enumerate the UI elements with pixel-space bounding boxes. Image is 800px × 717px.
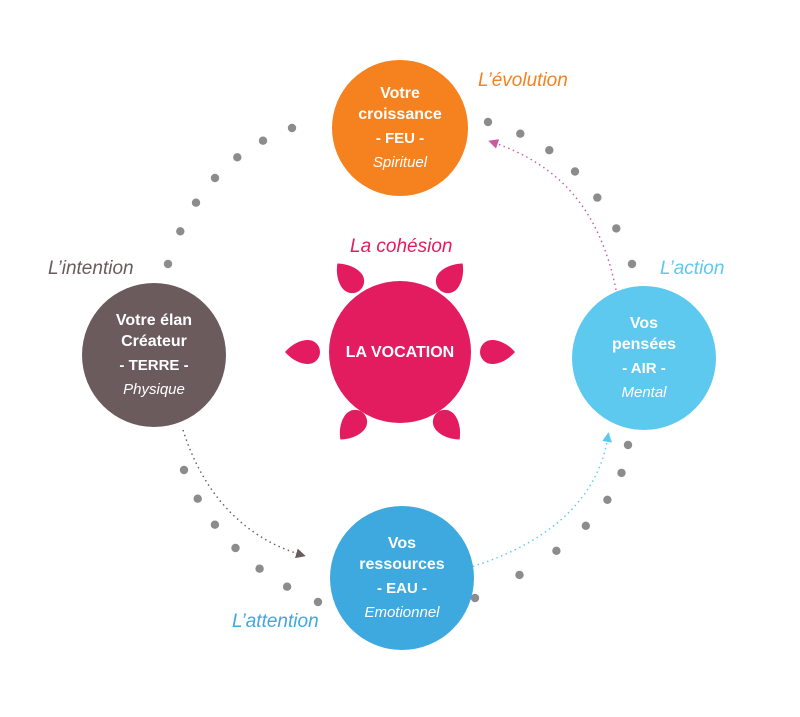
- label-attention: L’attention: [232, 611, 319, 632]
- flower-petal-2: [435, 263, 464, 294]
- dot-earth-water: [255, 564, 264, 573]
- air-node-quality: Mental: [621, 383, 667, 401]
- dot-earth-water: [193, 494, 202, 503]
- air-node: Vos pensées - AIR - Mental: [572, 286, 716, 430]
- earth-node: Votre élan Créateur - TERRE - Physique: [82, 283, 226, 427]
- fire-node-quality: Spirituel: [372, 153, 428, 171]
- label-action: L’action: [660, 258, 725, 279]
- dot-fire-air: [593, 193, 602, 202]
- arrow-earth-to-water: [182, 429, 306, 559]
- dot-earth-water: [210, 520, 220, 529]
- label-intention: L’intention: [48, 258, 134, 279]
- earth-node-line1: Votre élan: [115, 311, 193, 329]
- dot-fire-air: [483, 117, 493, 127]
- dot-air-water: [515, 570, 524, 580]
- flower-petal-6: [432, 409, 461, 440]
- air-node-line2: pensées: [611, 335, 677, 353]
- water-node-element: - EAU -: [377, 580, 427, 598]
- dot-fire-air: [516, 129, 525, 138]
- fire-node-line1: Votre: [380, 84, 420, 102]
- dot-fire-earth: [287, 123, 297, 133]
- center-title: LA VOCATION: [345, 344, 455, 361]
- air-node-element: - AIR -: [622, 360, 666, 378]
- water-node-line2: ressources: [359, 555, 445, 573]
- dot-air-water: [617, 468, 626, 478]
- dot-air-water: [623, 440, 633, 450]
- fire-node-line2: croissance: [358, 105, 442, 123]
- dot-air-water: [581, 521, 590, 530]
- dot-air-water: [470, 593, 480, 603]
- flower-petal-4: [480, 340, 515, 364]
- label-evolution: L’évolution: [478, 70, 568, 91]
- flower-petal-5: [339, 409, 368, 440]
- dot-fire-air: [612, 224, 621, 233]
- fire-node: Votre croissance - FEU - Spirituel: [332, 60, 468, 196]
- flower-petal-3: [285, 340, 320, 364]
- dot-fire-air: [627, 259, 637, 269]
- flower-petal-1: [336, 263, 365, 294]
- arrow-water-to-air: [467, 432, 612, 569]
- dot-earth-water: [282, 582, 292, 591]
- earth-node-element: - TERRE -: [119, 357, 189, 375]
- dot-air-water: [552, 546, 561, 555]
- dot-fire-earth: [258, 136, 268, 145]
- dot-earth-water: [179, 465, 189, 475]
- water-node-line1: Vos: [387, 534, 417, 552]
- water-node-quality: Emotionnel: [364, 603, 440, 621]
- water-node: Vos ressources - EAU - Emotionnel: [330, 506, 474, 650]
- dot-fire-earth: [176, 227, 185, 236]
- dot-fire-air: [570, 167, 580, 176]
- flower-disc: [329, 281, 471, 423]
- fire-node-element: - FEU -: [375, 130, 425, 148]
- dot-fire-air: [545, 146, 554, 155]
- dot-fire-earth: [163, 259, 173, 269]
- dot-fire-earth: [210, 173, 220, 183]
- dot-earth-water: [231, 543, 240, 553]
- arrow-air-to-fire: [488, 139, 617, 291]
- air-node-line1: Vos: [629, 314, 659, 332]
- earth-node-quality: Physique: [123, 380, 185, 398]
- dot-fire-earth: [233, 153, 242, 162]
- dot-air-water: [603, 495, 612, 504]
- earth-node-line2: Créateur: [121, 332, 187, 350]
- dot-earth-water: [313, 597, 323, 607]
- dot-fire-earth: [191, 198, 201, 207]
- center-label: La cohésion: [350, 236, 453, 257]
